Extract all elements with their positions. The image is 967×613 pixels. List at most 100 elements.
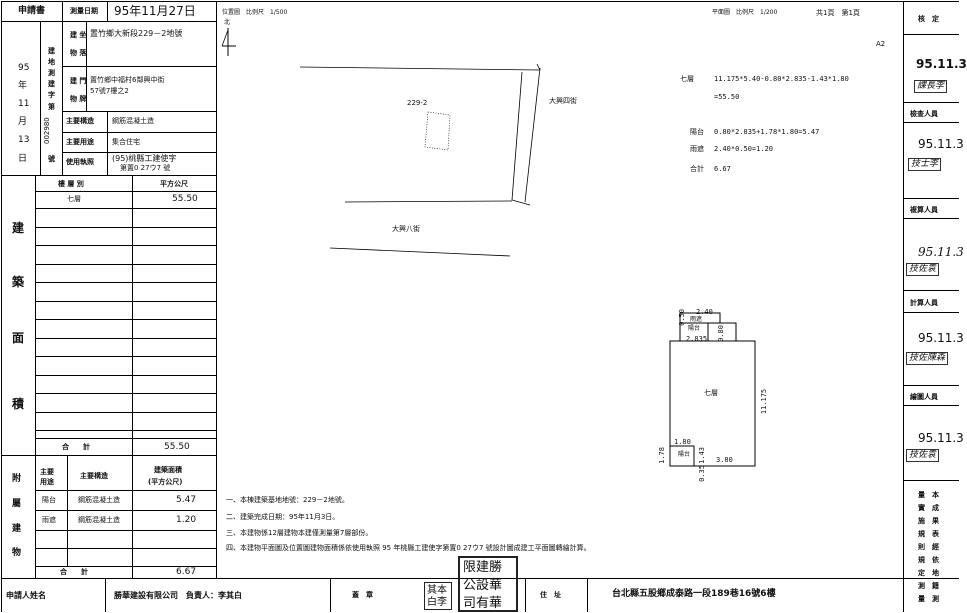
seal-label: 蓋 章 [352, 591, 373, 599]
door-value-2: 57號7樓之2 [90, 87, 129, 95]
bottom-text-char: 則 [918, 543, 925, 551]
bottom-text-char: 籍 [932, 582, 939, 590]
note-1: 一、本棟建築基地地號：229－2地號。 [226, 496, 349, 504]
permit-value-2: 第置0 27ウ7 號 [120, 164, 171, 172]
road-1-label: 大興四街 [549, 97, 577, 105]
calc-total-label: 合計 [690, 165, 704, 173]
draw-date: 95.11.3 [918, 431, 964, 445]
bottom-text-char: 施 [918, 517, 925, 525]
annex-side-1: 附 [12, 474, 22, 484]
plan-balcony-top: 陽台 [688, 325, 701, 332]
side-char-4: 積 [12, 397, 25, 411]
structure-label: 主要構造 [66, 117, 94, 125]
area-total-value: 55.50 [164, 442, 190, 452]
calc-staff-date: 95.11.3 [918, 331, 964, 345]
plan-scale-label: 平面圖 比例尺 1/200 [712, 9, 778, 16]
plan-d-2835: 2.835 [686, 335, 708, 343]
use-label: 主要用途 [66, 138, 94, 146]
bottom-text-char: 經 [932, 543, 939, 551]
permit-label: 使用執照 [66, 158, 94, 166]
survey-no-side: 建地測建字 [48, 47, 55, 99]
bottom-text-char: 量 [918, 595, 925, 603]
loc-scale-label: 位置圖 比例尺 1/500 [222, 9, 288, 16]
side-char-2: 築 [12, 275, 25, 289]
bottom-text-char: 實 [918, 504, 925, 512]
date-13: 13 [18, 135, 30, 145]
road-2-label: 大興八街 [392, 225, 420, 233]
plan-d-035: 0.35 [697, 465, 706, 482]
door-label: 建 門 [70, 77, 87, 85]
annex-row-1-structure: 鋼筋混凝土造 [78, 496, 120, 504]
annex-col-area: 建築面積 [154, 466, 182, 474]
small-seal: 其本 白李 [424, 582, 452, 610]
table-grid-line [35, 300, 216, 302]
bottom-text-char: 量 [918, 491, 925, 499]
bottom-text-char: 果 [932, 517, 939, 525]
plan-d-080: 0.80 [716, 325, 725, 342]
calc-staff-signature: 技佐陳森 [906, 352, 949, 365]
calc-floor7-result: =55.50 [714, 93, 740, 101]
calc-staff-label: 計算人員 [910, 299, 938, 307]
annex-row-2-area: 1.20 [176, 515, 197, 525]
table-grid-line [35, 337, 216, 339]
site-value: 置竹鄉大新段229－2地號 [90, 29, 183, 38]
page-count: 共1頁 第1頁 [816, 9, 860, 17]
annex-row-2-use: 雨遮 [42, 516, 56, 524]
serial-suffix: 號 [48, 155, 55, 163]
bottom-text-char: 依 [932, 556, 939, 564]
table-grid-line [35, 411, 216, 413]
calc-total-value: 6.67 [714, 165, 731, 173]
calc-awning-label: 雨遮 [690, 145, 704, 153]
table-grid-line [35, 374, 216, 376]
company-seal: 限建勝 公設華 司有華 [458, 556, 518, 612]
plan-d-380: 3.80 [716, 456, 733, 464]
bottom-text-char: 規 [918, 556, 925, 564]
note-2: 二、建築完成日期：95年11月3日。 [226, 513, 340, 521]
floor-plan [669, 312, 756, 467]
annex-side-4: 物 [12, 548, 22, 558]
annex-total-value: 6.67 [176, 567, 197, 577]
plan-d-143: 1.43 [697, 447, 706, 464]
north-label: 北 [224, 19, 231, 26]
calc-balcony-label: 陽台 [690, 128, 704, 136]
review-signature: 技士李 [908, 158, 942, 171]
table-grid-line [35, 356, 216, 357]
table-grid-line [35, 282, 216, 283]
table-grid-line [35, 226, 216, 228]
check-signature: 課長李 [914, 80, 948, 93]
survey-label: 複算人員 [910, 206, 938, 214]
structure-value: 鋼筋混凝土造 [112, 117, 154, 125]
survey-date-label: 測量日期 [70, 7, 98, 15]
bottom-text-char: 測 [932, 595, 939, 603]
side-char-3: 面 [12, 331, 25, 345]
survey-signature: 技佐袁 [906, 263, 940, 276]
bottom-text-char: 測 [918, 582, 925, 590]
plan-balcony-bot: 陽台 [678, 451, 691, 458]
applicant-name: 勝華建設有限公司 負責人：李其白 [114, 591, 242, 600]
table-grid-line [35, 319, 216, 320]
plan-d-178: 1.78 [657, 447, 666, 464]
annex-row-2-structure: 鋼筋混凝土造 [78, 516, 120, 524]
door-value: 置竹鄉中福村6鄰興中街 [90, 76, 165, 84]
annex-col-area-unit: (平方公尺) [148, 478, 183, 486]
area-row-1: 55.50 [172, 194, 198, 204]
area-total-label: 合 計 [62, 443, 90, 451]
bottom-text-char: 本 [932, 491, 939, 499]
table-grid-line [35, 208, 216, 209]
annex-side-3: 建 [12, 524, 22, 534]
sheet-label: A2 [876, 40, 886, 48]
note-3: 三、本建物係12層建物本建僅測量第7層部份。 [226, 529, 373, 537]
check-label: 核 定 [918, 15, 939, 23]
addr-value: 台北縣五股鄉成泰路一段189巷16號6樓 [612, 589, 776, 599]
table-grid-line [35, 263, 216, 265]
table-grid-line [35, 430, 216, 431]
parcel-label: 229-2 [407, 99, 428, 107]
floor-row-1: 七層 [67, 195, 81, 203]
north-arrow-icon [221, 28, 236, 56]
annex-col-use: 主要用途 [40, 468, 54, 486]
plan-awning: 雨遮 [690, 316, 703, 323]
plan-d-top: 2.40 [696, 308, 713, 316]
survey-date: 95年11月27日 [114, 4, 196, 18]
survey-date-signed: 95.11.3 [918, 245, 964, 259]
